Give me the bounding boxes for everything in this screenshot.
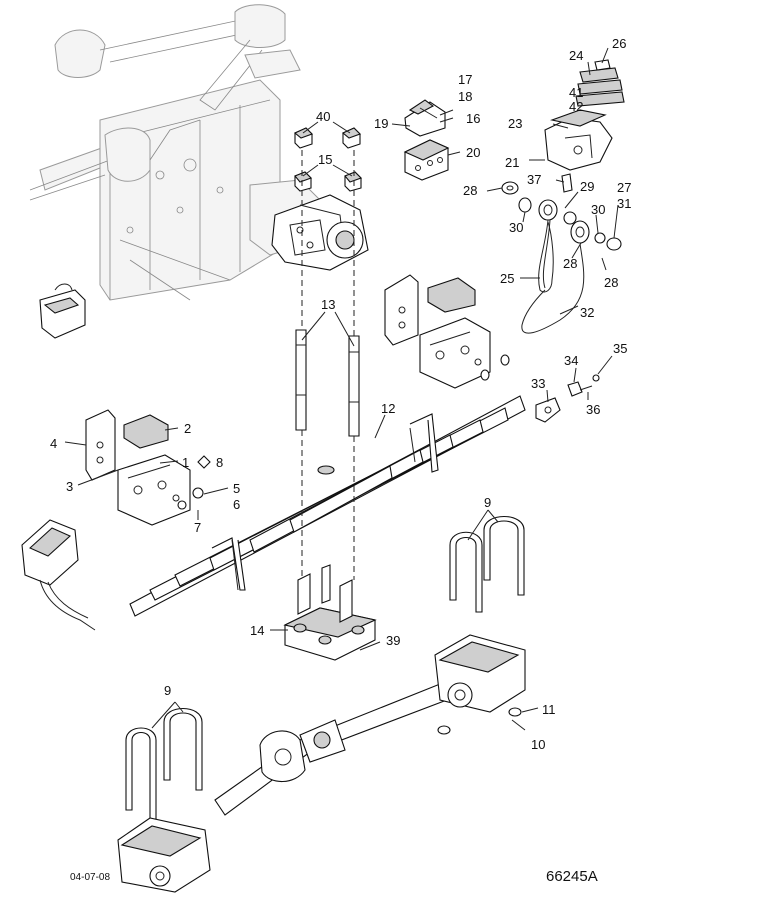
- callout-41: 41: [569, 85, 583, 100]
- callout-19: 19: [374, 116, 388, 131]
- callout-28-middle: 28: [563, 256, 577, 271]
- callout-13: 13: [321, 297, 335, 312]
- callout-28-right: 28: [604, 275, 618, 290]
- eyelet-terminals-29-30: [518, 197, 622, 251]
- air-valve-part: [21, 519, 96, 631]
- callout-26: 26: [612, 36, 626, 51]
- callout-21: 21: [505, 155, 519, 170]
- chassis-frame-background: [29, 4, 321, 301]
- stud-bolt-13-left: [295, 329, 307, 431]
- callout-15: 15: [318, 152, 332, 167]
- leader-lines: [64, 47, 619, 731]
- bracket-21-23: [544, 109, 613, 171]
- callout-14: 14: [250, 623, 264, 638]
- loose-bracket-part: [39, 283, 86, 339]
- axle-beam: [214, 679, 461, 816]
- callout-6: 6: [233, 497, 240, 512]
- axle-seat-lower: [117, 817, 211, 893]
- callout-8: 8: [216, 455, 223, 470]
- callout-42: 42: [569, 99, 583, 114]
- figure-reference: 66245A: [546, 868, 598, 885]
- callout-7: 7: [194, 520, 201, 535]
- callout-39: 39: [386, 633, 400, 648]
- nut-15-right: [344, 171, 362, 192]
- callout-33: 33: [531, 376, 545, 391]
- callout-40: 40: [316, 109, 330, 124]
- callout-20: 20: [466, 145, 480, 160]
- block-20: [403, 139, 450, 181]
- callout-4: 4: [50, 436, 57, 451]
- cable-32: [521, 243, 585, 334]
- axle-seat-upper: [434, 634, 526, 735]
- stud-bolt-13-right: [348, 335, 360, 437]
- plate-16-17-18-19: [404, 99, 446, 137]
- nut-cap-40-right: [341, 127, 361, 149]
- date-code: 04-07-08: [70, 872, 110, 883]
- callout-9-upper: 9: [484, 495, 491, 510]
- callout-3: 3: [66, 479, 73, 494]
- washer-28-upper: [501, 181, 519, 195]
- leaf-spring-12: [129, 395, 526, 617]
- hanger-bracket-right: [384, 274, 510, 389]
- cable-25: [538, 219, 554, 293]
- callout-34: 34: [564, 353, 578, 368]
- callout-11: 11: [542, 702, 556, 717]
- bolt-34-36: [567, 374, 600, 397]
- spacer-block-14-39: [283, 564, 377, 661]
- callout-9-lower: 9: [164, 683, 171, 698]
- bolt-37: [561, 173, 573, 193]
- callout-32: 32: [580, 305, 594, 320]
- callout-17: 17: [458, 72, 472, 87]
- callout-12: 12: [381, 401, 395, 416]
- callout-24: 24: [569, 48, 583, 63]
- callout-27: 27: [617, 180, 631, 195]
- callout-28-upper: 28: [463, 183, 477, 198]
- callout-18: 18: [458, 89, 472, 104]
- callout-31: 31: [617, 196, 631, 211]
- shackle-33: [535, 397, 561, 423]
- callout-36: 36: [586, 402, 600, 417]
- callout-25: 25: [500, 271, 514, 286]
- callout-35: 35: [613, 341, 627, 356]
- callout-29: 29: [580, 179, 594, 194]
- callout-1: 1: [182, 455, 189, 470]
- callout-30-left: 30: [509, 220, 523, 235]
- callout-23: 23: [508, 116, 522, 131]
- u-bolt-9-lower: [125, 708, 203, 821]
- callout-30-right: 30: [591, 202, 605, 217]
- u-bolt-9-upper: [449, 516, 525, 613]
- callout-37: 37: [527, 172, 541, 187]
- nut-15-left: [294, 171, 312, 192]
- nut-cap-40-left: [293, 127, 313, 149]
- callout-10: 10: [531, 737, 545, 752]
- callout-2: 2: [184, 421, 191, 436]
- callout-16: 16: [466, 111, 480, 126]
- hanger-bracket-left: [85, 409, 211, 526]
- callout-5: 5: [233, 481, 240, 496]
